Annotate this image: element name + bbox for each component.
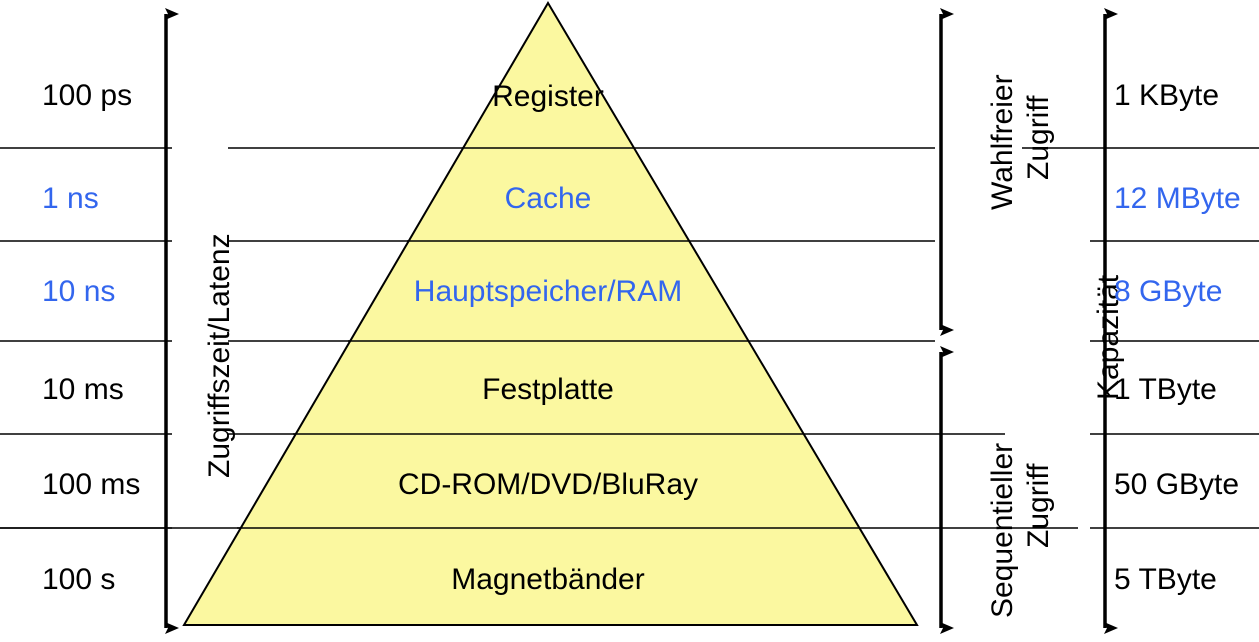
latency-axis-label: Zugriffszeit/Latenz [203,233,236,478]
random-access-label-line2: Zugriff [1022,95,1055,180]
pyramid-level-ram: Hauptspeicher/RAM [413,275,683,308]
latency-value-register: 100 ps [42,79,133,112]
latency-value-ram: 10 ns [42,275,116,308]
capacity-value-festplatte: 1 TByte [1114,373,1217,406]
latency-value-tape: 100 s [42,563,116,596]
capacity-value-cache: 12 MByte [1114,182,1241,215]
capacity-value-register: 1 KByte [1114,79,1220,112]
pyramid-level-optical: CD-ROM/DVD/BluRay [397,468,699,501]
capacity-value-tape: 5 TByte [1114,563,1217,596]
pyramid-tier-lines [237,147,859,529]
pyramid-level-register: Register [492,80,604,113]
sequential-access-label-line1: Sequentieller [986,442,1019,618]
pyramid-level-tape: Magnetbänder [451,563,645,596]
latency-value-cache: 1 ns [42,182,99,215]
latency-value-festplatte: 10 ms [42,373,124,406]
latency-value-optical: 100 ms [42,468,141,501]
divider-lines-right [1022,147,1259,529]
pyramid-level-festplatte: Festplatte [482,373,614,406]
pyramid-shape [182,1,919,626]
random-access-label-line1: Wahlfreier [986,74,1019,210]
capacity-value-ram: 8 GByte [1114,275,1223,308]
capacity-value-optical: 50 GByte [1114,468,1240,501]
sequential-access-label-line2: Zugriff [1022,463,1055,548]
pyramid-level-cache: Cache [504,182,592,215]
